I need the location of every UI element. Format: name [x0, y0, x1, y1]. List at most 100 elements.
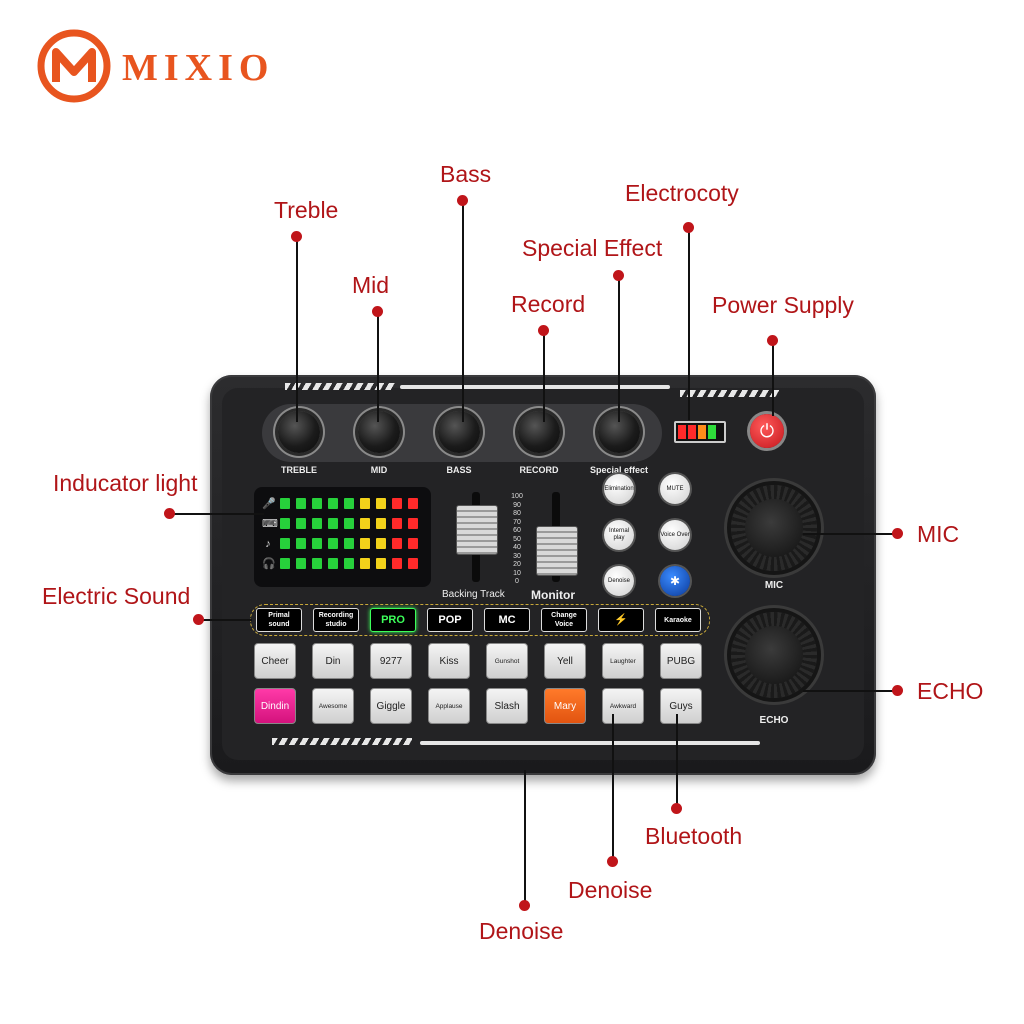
- battery-indicator: [674, 421, 726, 443]
- battery-segment: [688, 425, 696, 439]
- record-dot: [538, 325, 549, 336]
- meter-cell: [328, 538, 338, 549]
- meter-cell: [360, 538, 370, 549]
- meter-cell: [328, 518, 338, 529]
- meter-cell: [392, 558, 402, 569]
- mic-icon: 🎤: [262, 498, 276, 510]
- meter-cell: [344, 538, 354, 549]
- mid-leader: [377, 312, 379, 422]
- mic-knob-cap: [745, 499, 803, 557]
- label-denoise-mid: Denoise: [568, 877, 653, 903]
- bluetooth-dot: [671, 803, 682, 814]
- record-knob[interactable]: [518, 411, 560, 453]
- meter-cell: [392, 518, 402, 529]
- sound-pad[interactable]: Gunshot: [486, 643, 528, 679]
- sound-pad[interactable]: Mary: [544, 688, 586, 724]
- label-echo: ECHO: [917, 678, 984, 704]
- monitor-label: Monitor: [531, 588, 575, 602]
- fader-scale-tick: 60: [513, 527, 521, 534]
- label-treble: Treble: [274, 197, 339, 223]
- meter-cell: [328, 558, 338, 569]
- meter-cell: [312, 498, 322, 509]
- meter-cell: [344, 498, 354, 509]
- mid-knob-label: MID: [370, 465, 388, 475]
- electrocoty-dot: [683, 222, 694, 233]
- mode-button-0[interactable]: Primal sound: [256, 608, 302, 632]
- meter-cell: [376, 498, 386, 509]
- denoise-button[interactable]: Denoise: [604, 566, 634, 596]
- mode-button-4[interactable]: MC: [484, 608, 530, 632]
- mode-button-7[interactable]: Karaoke: [655, 608, 701, 632]
- mute-button[interactable]: MUTE: [660, 474, 690, 504]
- special-knob-label: Special effect: [589, 465, 649, 475]
- internal-button[interactable]: Internal play: [604, 520, 634, 550]
- sound-pad[interactable]: Yell: [544, 643, 586, 679]
- sound-pad[interactable]: Slash: [486, 688, 528, 724]
- indicator-leader: [172, 513, 264, 515]
- sound-pad[interactable]: Din: [312, 643, 354, 679]
- top-stripes-right: [680, 390, 780, 397]
- mic-dot: [892, 528, 903, 539]
- monitor-fader[interactable]: [536, 526, 578, 576]
- sound-pad[interactable]: Awesome: [312, 688, 354, 724]
- sound-pad[interactable]: Guys: [660, 688, 702, 724]
- sound-pad[interactable]: Awkward: [602, 688, 644, 724]
- brand-name: MIXIO: [122, 47, 275, 89]
- fader-scale-tick: 70: [513, 518, 521, 526]
- meter-cell: [280, 538, 290, 549]
- sound-pad[interactable]: Laughter: [602, 643, 644, 679]
- meter-cell: [360, 498, 370, 509]
- meter-cell: [280, 498, 290, 509]
- bluetooth-button[interactable]: ✱: [660, 566, 690, 596]
- meter-cell: [408, 558, 418, 569]
- backing-track-fader[interactable]: [456, 505, 498, 555]
- meter-cell: [376, 518, 386, 529]
- mode-button-6[interactable]: ⚡: [598, 608, 644, 632]
- label-bluetooth: Bluetooth: [645, 823, 743, 849]
- echo-knob-label: ECHO: [759, 715, 789, 726]
- fader-scale-tick: 100: [511, 493, 523, 500]
- sound-pad[interactable]: Giggle: [370, 688, 412, 724]
- label-special-effect: Special Effect: [522, 235, 663, 261]
- denoise-mid-leader: [612, 714, 614, 860]
- sound-pad[interactable]: Cheer: [254, 643, 296, 679]
- meter-cell: [408, 498, 418, 509]
- indicator-dot: [164, 508, 175, 519]
- bottom-light-bar: [420, 741, 760, 745]
- mode-button-1[interactable]: Recording studio: [313, 608, 359, 632]
- fader-scale-tick: 20: [513, 561, 521, 568]
- treble-knob-label: TREBLE: [281, 465, 317, 475]
- mode-button-3[interactable]: POP: [427, 608, 473, 632]
- mode-button-2[interactable]: PRO: [370, 608, 416, 632]
- elimination-button[interactable]: Elimination: [604, 474, 634, 504]
- keyboard-icon: ⌨: [262, 518, 278, 530]
- denoise-mid-dot: [607, 856, 618, 867]
- bass-knob[interactable]: [438, 411, 480, 453]
- mode-button-5[interactable]: Change Voice: [541, 608, 587, 632]
- meter-cell: [360, 558, 370, 569]
- power-button[interactable]: ⏻: [750, 414, 784, 448]
- meter-cell: [328, 498, 338, 509]
- sound-pad[interactable]: Dindin: [254, 688, 296, 724]
- mid-knob[interactable]: [358, 411, 400, 453]
- sound-pad[interactable]: PUBG: [660, 643, 702, 679]
- meter-cell: [408, 538, 418, 549]
- headphones-icon: 🎧: [262, 558, 276, 570]
- fader-scale-tick: 30: [513, 552, 521, 560]
- special-effect-leader: [618, 276, 620, 422]
- fader-scale-tick: 90: [513, 501, 521, 509]
- sound-pad[interactable]: Kiss: [428, 643, 470, 679]
- record-leader: [543, 331, 545, 422]
- voiceover-button[interactable]: Voice Over: [660, 520, 690, 550]
- meter-cell: [344, 558, 354, 569]
- mixio-logo-icon: [37, 29, 111, 103]
- label-mid: Mid: [352, 272, 390, 298]
- battery-segment: [708, 425, 716, 439]
- special-effect-dot: [613, 270, 624, 281]
- meter-cell: [296, 498, 306, 509]
- sound-pad[interactable]: Applause: [428, 688, 470, 724]
- sound-pad[interactable]: 9277: [370, 643, 412, 679]
- treble-knob[interactable]: [278, 411, 320, 453]
- label-electrocoty: Electrocoty: [625, 180, 739, 206]
- meter-cell: [280, 558, 290, 569]
